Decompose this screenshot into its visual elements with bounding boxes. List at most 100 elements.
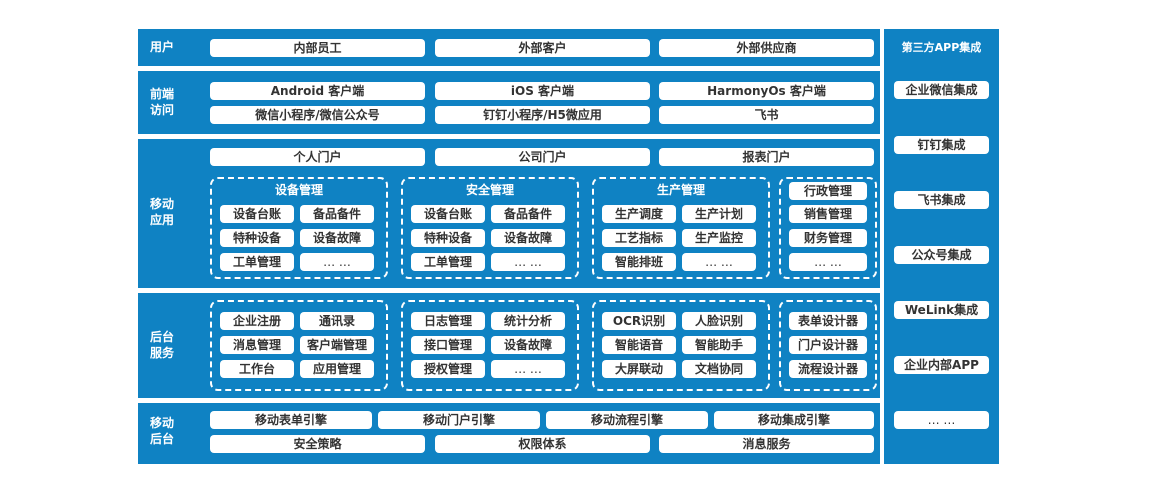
frontend-access-label-line2: 访问 — [150, 103, 175, 117]
infra-security-policy: 安全策略 — [210, 435, 425, 453]
module-item: 工艺指标 — [602, 229, 676, 247]
module-item: 财务管理 — [789, 229, 867, 247]
client-wechat-miniprogram: 微信小程序/微信公众号 — [210, 106, 425, 124]
module-item-more: … … — [682, 253, 756, 271]
third-party-integration-title: 第三方APP集成 — [901, 41, 982, 54]
backend-services-layer: 后台 服务 企业注册 通讯录 消息管理 客户端管理 工作台 应用管理 日志管理 … — [138, 293, 880, 398]
group-production-title: 生产管理 — [656, 183, 705, 197]
module-item: 生产调度 — [602, 205, 676, 223]
service-item: OCR识别 — [602, 312, 676, 330]
module-item: 销售管理 — [789, 205, 867, 223]
module-item: 设备故障 — [300, 229, 374, 247]
backend-services-label-line1: 后台 — [150, 330, 175, 344]
client-android: Android 客户端 — [210, 82, 425, 100]
frontend-access-layer: 前端 访问 Android 客户端 iOS 客户端 HarmonyOs 客户端 … — [138, 71, 880, 134]
infra-message-service: 消息服务 — [659, 435, 874, 453]
group-equipment-title: 设备管理 — [274, 183, 323, 197]
service-item: 企业注册 — [220, 312, 294, 330]
service-item: 流程设计器 — [789, 360, 867, 378]
mobile-backend-label-line2: 后台 — [150, 432, 175, 446]
infra-permission-system: 权限体系 — [435, 435, 650, 453]
group-equipment-management: 设备管理 设备台账 备品备件 特种设备 设备故障 工单管理 … … — [210, 177, 388, 279]
mobile-app-label-line1: 移动 — [150, 197, 175, 211]
portal-personal: 个人门户 — [210, 148, 425, 166]
module-item: 备品备件 — [300, 205, 374, 223]
user-external-customer: 外部客户 — [435, 39, 650, 57]
service-item: 工作台 — [220, 360, 294, 378]
group-safety-management: 安全管理 设备台账 备品备件 特种设备 设备故障 工单管理 … … — [401, 177, 579, 279]
module-item: 生产监控 — [682, 229, 756, 247]
service-item: 文档协同 — [682, 360, 756, 378]
integration-official-account: 公众号集成 — [894, 246, 989, 264]
service-item: 通讯录 — [300, 312, 374, 330]
module-item: 工单管理 — [411, 253, 485, 271]
service-item: 日志管理 — [411, 312, 485, 330]
integration-more: … … — [894, 411, 989, 429]
client-feishu: 飞书 — [659, 106, 874, 124]
client-dingtalk-h5: 钉钉小程序/H5微应用 — [435, 106, 650, 124]
module-item-more: … … — [491, 253, 565, 271]
integration-dingtalk: 钉钉集成 — [894, 136, 989, 154]
service-item: 智能助手 — [682, 336, 756, 354]
backend-services-label: 后台 服务 — [150, 329, 190, 361]
mobile-app-layer: 移动 应用 个人门户 公司门户 报表门户 设备管理 设备台账 备品备件 特种设备… — [138, 139, 880, 288]
portal-report: 报表门户 — [659, 148, 874, 166]
service-item: 设备故障 — [491, 336, 565, 354]
users-layer-label: 用户 — [150, 40, 175, 54]
integration-feishu: 飞书集成 — [894, 191, 989, 209]
service-item: 人脸识别 — [682, 312, 756, 330]
service-item: 应用管理 — [300, 360, 374, 378]
module-item: 备品备件 — [491, 205, 565, 223]
module-item-more: … … — [300, 253, 374, 271]
group-production-management: 生产管理 生产调度 生产计划 工艺指标 生产监控 智能排班 … … — [592, 177, 770, 279]
group-operations: 日志管理 统计分析 接口管理 设备故障 授权管理 … … — [401, 300, 579, 391]
portal-company: 公司门户 — [435, 148, 650, 166]
module-item-more: … … — [789, 253, 867, 271]
engine-mobile-portal: 移动门户引擎 — [378, 411, 540, 429]
service-item: 统计分析 — [491, 312, 565, 330]
module-item: 设备台账 — [411, 205, 485, 223]
group-designers: 表单设计器 门户设计器 流程设计器 — [779, 300, 877, 391]
mobile-app-label-line2: 应用 — [150, 213, 175, 227]
client-harmonyos: HarmonyOs 客户端 — [659, 82, 874, 100]
service-item-more: … … — [491, 360, 565, 378]
service-item: 消息管理 — [220, 336, 294, 354]
user-external-supplier: 外部供应商 — [659, 39, 874, 57]
user-internal-staff: 内部员工 — [210, 39, 425, 57]
group-platform-basics: 企业注册 通讯录 消息管理 客户端管理 工作台 应用管理 — [210, 300, 388, 391]
service-item: 大屏联动 — [602, 360, 676, 378]
service-item: 授权管理 — [411, 360, 485, 378]
service-item: 智能语音 — [602, 336, 676, 354]
integration-wecom: 企业微信集成 — [894, 81, 989, 99]
module-item: 行政管理 — [789, 182, 867, 200]
integration-internal-app: 企业内部APP — [894, 356, 989, 374]
integration-welink: WeLink集成 — [894, 301, 989, 319]
backend-services-label-line2: 服务 — [150, 346, 175, 360]
client-ios: iOS 客户端 — [435, 82, 650, 100]
third-party-integration-panel: 第三方APP集成 企业微信集成 钉钉集成 飞书集成 公众号集成 WeLink集成… — [884, 29, 999, 464]
module-item: 设备台账 — [220, 205, 294, 223]
mobile-app-label: 移动 应用 — [150, 196, 190, 228]
service-item: 接口管理 — [411, 336, 485, 354]
service-item: 门户设计器 — [789, 336, 867, 354]
mobile-backend-label-line1: 移动 — [150, 416, 175, 430]
frontend-access-label-line1: 前端 — [150, 87, 175, 101]
group-ai-capabilities: OCR识别 人脸识别 智能语音 智能助手 大屏联动 文档协同 — [592, 300, 770, 391]
module-item: 生产计划 — [682, 205, 756, 223]
frontend-access-label: 前端 访问 — [150, 86, 190, 118]
group-admin-sales-finance: 行政管理 销售管理 财务管理 … … — [779, 177, 877, 279]
module-item: 工单管理 — [220, 253, 294, 271]
module-item: 智能排班 — [602, 253, 676, 271]
group-safety-title: 安全管理 — [465, 183, 514, 197]
mobile-backend-label: 移动 后台 — [150, 415, 190, 447]
service-item: 客户端管理 — [300, 336, 374, 354]
service-item: 表单设计器 — [789, 312, 867, 330]
users-layer: 用户 内部员工 外部客户 外部供应商 — [138, 29, 880, 66]
module-item: 特种设备 — [220, 229, 294, 247]
engine-mobile-workflow: 移动流程引擎 — [546, 411, 708, 429]
mobile-backend-layer: 移动 后台 移动表单引擎 移动门户引擎 移动流程引擎 移动集成引擎 安全策略 权… — [138, 403, 880, 464]
engine-mobile-integration: 移动集成引擎 — [714, 411, 874, 429]
module-item: 设备故障 — [491, 229, 565, 247]
engine-mobile-form: 移动表单引擎 — [210, 411, 372, 429]
module-item: 特种设备 — [411, 229, 485, 247]
